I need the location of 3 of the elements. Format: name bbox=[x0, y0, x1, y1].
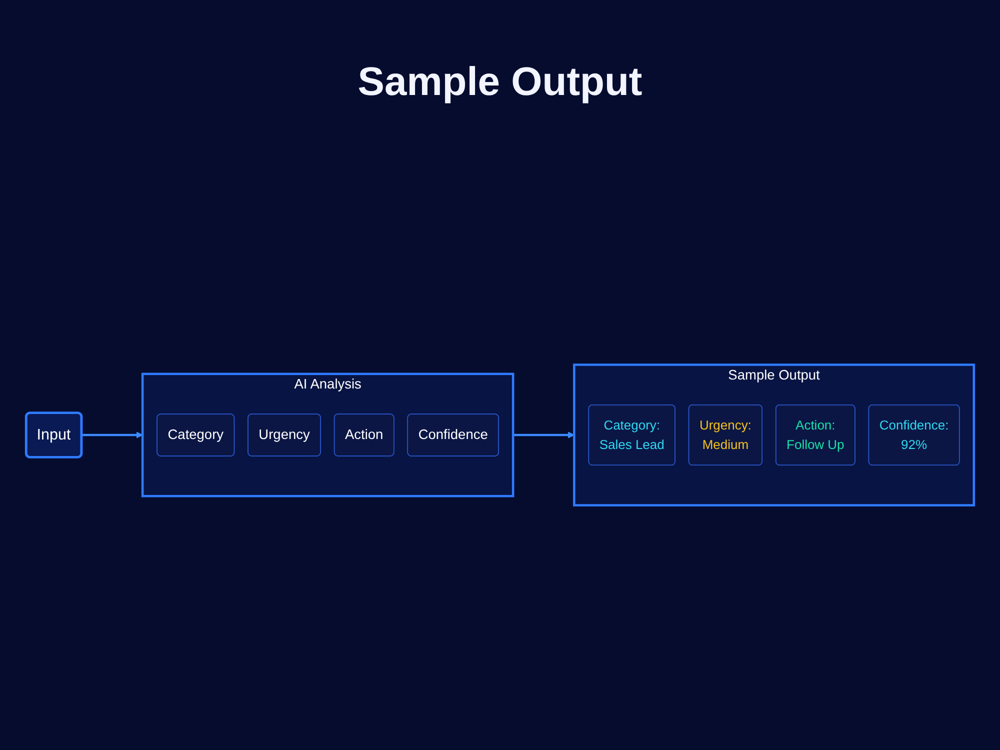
arrow bbox=[513, 432, 574, 438]
title: Sample Output bbox=[356, 60, 644, 105]
arrow bbox=[81, 432, 143, 438]
